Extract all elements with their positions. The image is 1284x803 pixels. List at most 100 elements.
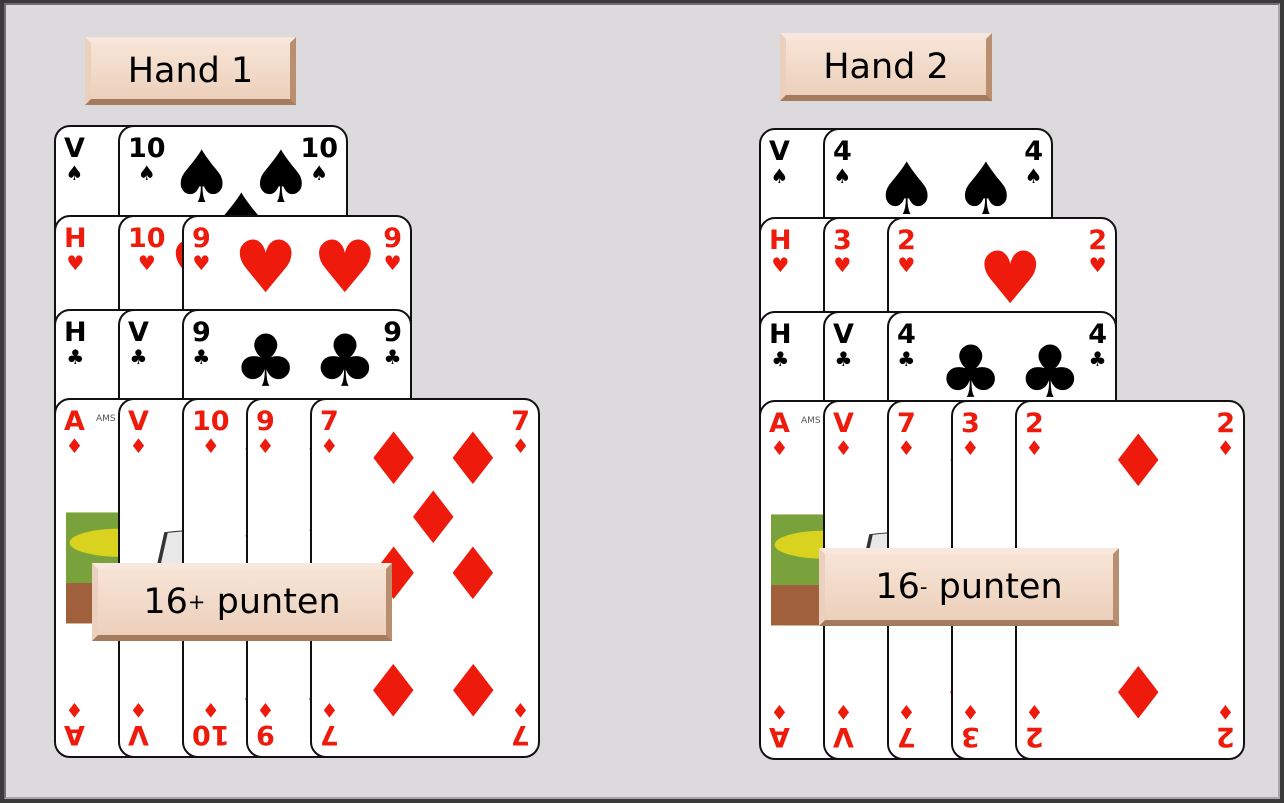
card-corner-index: 4♣: [897, 321, 916, 369]
card-rank: 2: [897, 227, 916, 254]
points-number: 16: [143, 582, 188, 622]
card-rank: V: [769, 138, 790, 165]
hand-title-text: Hand 2: [823, 47, 949, 87]
heart-icon: ♥: [897, 255, 915, 275]
hand-title-text: Hand 1: [128, 51, 254, 91]
card-rank: V: [833, 321, 854, 348]
diamond-icon: ♦: [202, 436, 220, 456]
card-rank: V: [128, 408, 149, 435]
card-corner-index: 2♦: [1216, 702, 1235, 750]
club-pip-icon: ♣: [938, 336, 1003, 408]
card-corner-index: A♦: [769, 702, 790, 750]
card-corner-index: 7♦: [897, 410, 916, 458]
heart-icon: ♥: [833, 255, 851, 275]
heart-icon: ♥: [66, 253, 84, 273]
points-badge: 16- punten: [819, 548, 1119, 626]
diamond-icon: ♦: [770, 702, 788, 722]
club-icon: ♣: [384, 347, 402, 367]
card-rank: 3: [961, 410, 980, 437]
card-rank: 9: [192, 319, 211, 346]
card-rank: 4: [1088, 321, 1107, 348]
card-corner-index: V♠: [64, 135, 85, 183]
card-corner-index: A♦: [769, 410, 790, 458]
card-corner-index: 4♣: [1088, 321, 1107, 369]
card-rank: A: [769, 410, 790, 437]
diamond-icon: ♦: [256, 436, 274, 456]
card-corner-index: 2♦: [1216, 410, 1235, 458]
card-rank: H: [769, 321, 792, 348]
diamond-icon: ♦: [65, 436, 83, 456]
card-corner-index: V♦: [833, 410, 854, 458]
spade-pip-icon: ♠: [874, 153, 939, 225]
card-rank: 10: [192, 408, 230, 435]
card-rank: 4: [833, 138, 852, 165]
card-corner-index: 9♣: [383, 319, 402, 367]
card-corner-index: 10♦: [192, 700, 230, 748]
diamond-icon: ♦: [65, 700, 83, 720]
card-table: Hand 1 16+ punten V♠V♠10♠10♠10♠10♠♠♠♠♠♠♠…: [4, 3, 1280, 799]
card-corner-index: 4♠: [1024, 138, 1043, 186]
diamond-icon: ♦: [512, 436, 530, 456]
diamond-icon: ♦: [320, 700, 338, 720]
card-corner-index: V♣: [833, 321, 854, 369]
diamond-icon: ♦: [202, 700, 220, 720]
points-word: punten: [217, 582, 341, 622]
card-corner-index: A♦: [64, 408, 85, 456]
card-rank: 10: [192, 721, 230, 748]
hand-title: Hand 2: [780, 33, 992, 101]
points-word: punten: [939, 567, 1063, 607]
card-rank: 10: [128, 225, 166, 252]
card-corner-index: A♦: [64, 700, 85, 748]
card-corner-index: 9♥: [383, 225, 402, 273]
card-corner-index: 3♦: [961, 410, 980, 458]
spade-icon: ♠: [138, 163, 156, 183]
card-rank: 3: [961, 723, 980, 750]
card-rank: 9: [383, 319, 402, 346]
card-rank: 7: [511, 408, 530, 435]
card-corner-index: 2♥: [1088, 227, 1107, 275]
spade-icon: ♠: [65, 163, 83, 183]
points-sign: -: [920, 575, 928, 599]
spade-icon: ♠: [833, 166, 851, 186]
club-icon: ♣: [66, 347, 84, 367]
heart-icon: ♥: [384, 253, 402, 273]
card-corner-index: 7♦: [897, 702, 916, 750]
card-rank: 2: [1025, 723, 1044, 750]
card-corner-index: 10♦: [192, 408, 230, 456]
points-sign: +: [188, 590, 206, 614]
points-badge: 16+ punten: [92, 563, 392, 641]
heart-icon: ♥: [138, 253, 156, 273]
diamond-icon: ♦: [1025, 702, 1043, 722]
card-corner-index: 2♦: [1025, 410, 1044, 458]
card-rank: 2: [1216, 410, 1235, 437]
club-icon: ♣: [771, 349, 789, 369]
card-corner-index: 9♦: [256, 700, 275, 748]
card-rank: 7: [511, 721, 530, 748]
card-corner-index: 2♥: [897, 227, 916, 275]
spade-icon: ♠: [1025, 166, 1043, 186]
card-corner-index: H♣: [769, 321, 792, 369]
card-corner-index: H♥: [769, 227, 792, 275]
card-rank: H: [64, 319, 87, 346]
diamond-icon: ♦: [129, 436, 147, 456]
club-icon: ♣: [1089, 349, 1107, 369]
diamond-icon: ♦: [961, 702, 979, 722]
card-rank: 9: [192, 225, 211, 252]
card-corner-index: 3♦: [961, 702, 980, 750]
club-pip-icon: ♣: [313, 325, 378, 397]
card-corner-index: 10♠: [128, 135, 166, 183]
club-pip-icon: ♣: [1018, 336, 1083, 408]
card-rank: V: [64, 135, 85, 162]
diamond-icon: ♦: [1217, 438, 1235, 458]
card-corner-index: H♥: [64, 225, 87, 273]
card-rank: 4: [1024, 138, 1043, 165]
diamond-icon: ♦: [897, 438, 915, 458]
card-corner-index: 7♦: [511, 408, 530, 456]
club-pip-icon: ♣: [233, 325, 298, 397]
diamond-icon: ♦: [834, 702, 852, 722]
card-corner-index: 7♦: [511, 700, 530, 748]
club-icon: ♣: [192, 347, 210, 367]
card-corner-index: 9♦: [256, 408, 275, 456]
hand-title: Hand 1: [85, 37, 296, 105]
card-rank: 9: [256, 721, 275, 748]
